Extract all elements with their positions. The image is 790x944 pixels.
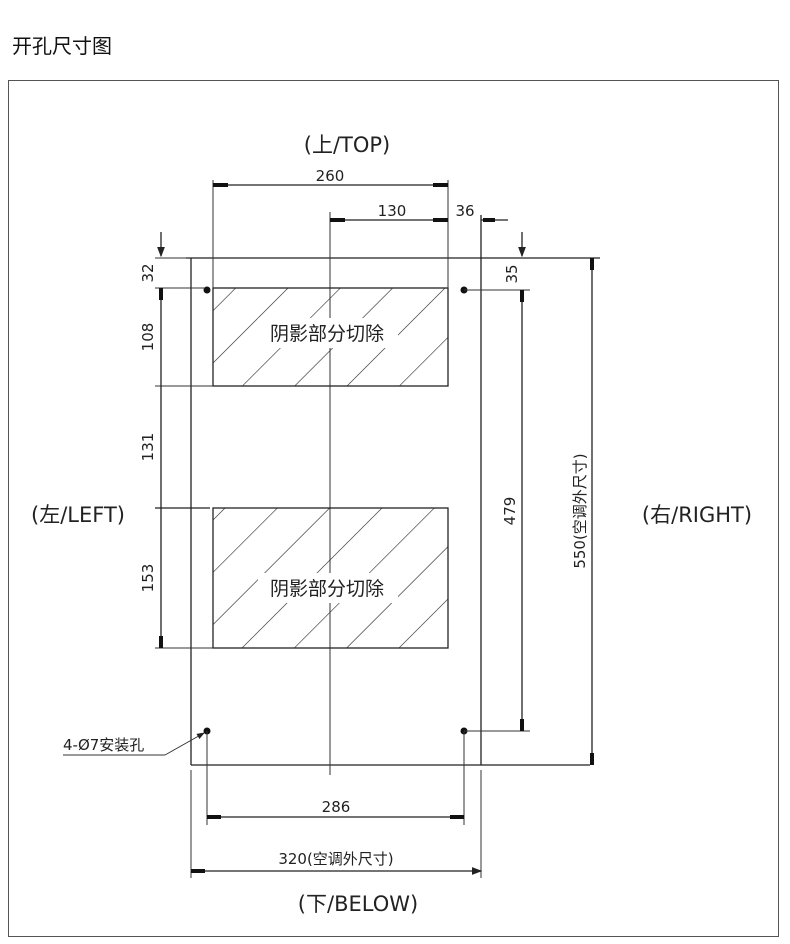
- dim-35-label: 35: [503, 264, 521, 283]
- cutout-lower-label: 阴影部分切除: [270, 578, 384, 600]
- dim-32-label: 32: [139, 263, 157, 282]
- dim-36-label: 36: [455, 202, 474, 220]
- cutout-upper-label: 阴影部分切除: [270, 323, 384, 345]
- hole-callout-label: 4-Ø7安装孔: [63, 736, 144, 754]
- dim-550-label: 550(空调外尺寸): [571, 453, 589, 568]
- label-right: (右/RIGHT): [642, 503, 752, 527]
- mounting-holes: [203, 286, 468, 735]
- page-title: 开孔尺寸图: [12, 34, 112, 58]
- hole-callout: 4-Ø7安装孔: [63, 732, 205, 756]
- label-below: (下/BELOW): [298, 892, 418, 916]
- right-dims: 35 479 550(空调外尺寸): [464, 232, 594, 765]
- dim-286: 286: [206, 731, 465, 825]
- label-left: (左/LEFT): [31, 503, 125, 527]
- dim-130-label: 130: [378, 202, 407, 220]
- cutout-lower: 阴影部分切除: [212, 507, 449, 649]
- dim-479-label: 479: [501, 497, 519, 526]
- dim-320: 320(空调外尺寸): [190, 770, 483, 878]
- dim-260-label: 260: [316, 167, 345, 185]
- dim-130: 130: [330, 202, 448, 222]
- label-top: (上/TOP): [304, 133, 390, 157]
- dim-286-label: 286: [322, 798, 351, 816]
- dim-108-label: 108: [139, 323, 157, 352]
- dim-320-label: 320(空调外尺寸): [278, 850, 393, 868]
- dim-131-label: 131: [139, 433, 157, 462]
- dim-153-label: 153: [139, 564, 157, 593]
- dim-36: 36: [455, 202, 508, 222]
- drawing-frame: [8, 80, 779, 937]
- cutout-upper: 阴影部分切除: [212, 287, 449, 387]
- left-dims: 32 108 131 153: [139, 232, 213, 649]
- dim-260: 260: [212, 167, 449, 288]
